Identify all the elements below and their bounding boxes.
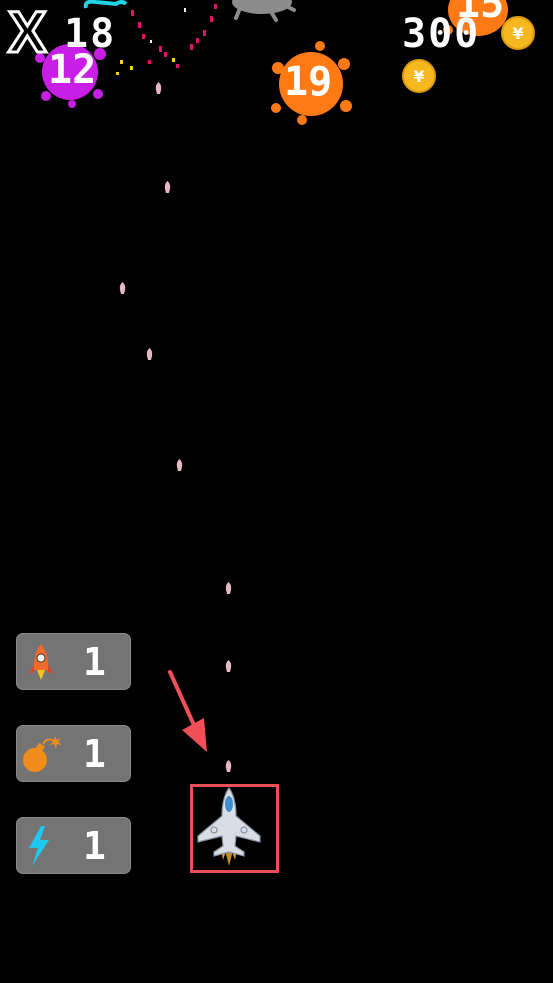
lightning-count: 1: [83, 824, 106, 868]
enemy-blob[interactable]: [28, 32, 112, 110]
bullet: [225, 760, 232, 772]
bullet: [225, 660, 232, 672]
bomb-powerup-button[interactable]: 1: [16, 725, 131, 782]
explosion-debris: [83, 0, 296, 75]
bullet: [119, 282, 126, 294]
multiplier-value: 18: [64, 11, 117, 57]
x-multiplier-icon: X: [7, 0, 49, 65]
coin-icon[interactable]: ¥: [402, 59, 436, 93]
bullet: [176, 459, 183, 471]
bullet: [155, 82, 162, 94]
enemy-blob[interactable]: [266, 38, 356, 126]
coin-icon: ¥: [501, 16, 535, 50]
bomb-icon: [23, 736, 62, 772]
player-highlight-box: [190, 784, 279, 873]
enemy-hp-label: 15: [456, 0, 505, 27]
bullet: [225, 582, 232, 594]
pointer-arrow-icon: [168, 670, 207, 752]
bomb-count: 1: [83, 732, 106, 776]
lightning-icon: [29, 826, 49, 866]
bullet: [146, 348, 153, 360]
enemy-hp-label: 12: [48, 47, 97, 93]
score-value: 300: [402, 11, 481, 57]
rocket-powerup-button[interactable]: 1: [16, 633, 131, 690]
enemy-hp-label: 19: [284, 59, 333, 105]
rocket-icon: [29, 644, 53, 680]
bullet: [164, 181, 171, 193]
lightning-powerup-button[interactable]: 1: [16, 817, 131, 874]
rocket-count: 1: [83, 640, 106, 684]
jet-fighter-icon[interactable]: [194, 786, 264, 870]
